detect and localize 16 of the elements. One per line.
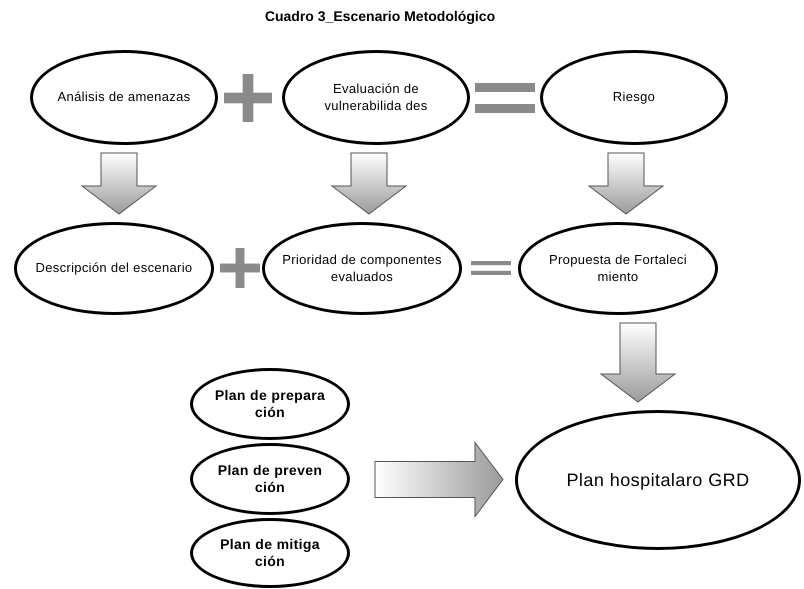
block-arrow xyxy=(80,152,158,215)
node-label: Descripción del escenario xyxy=(36,260,192,277)
node-label: Evaluación de vulnerabilida des xyxy=(323,81,429,114)
block-arrow xyxy=(330,152,408,215)
node-label: Riesgo xyxy=(612,89,656,106)
node-label: Plan hospitalaro GRD xyxy=(566,468,750,492)
node-label: Análisis de amenazas xyxy=(58,89,190,106)
node-label: Plan de prepara ción xyxy=(214,386,326,422)
node-label: Plan de mitiga ción xyxy=(219,536,321,570)
block-arrow xyxy=(600,322,676,403)
node-label: Plan de preven ción xyxy=(216,462,324,496)
node-label: Propuesta de Fortaleci miento xyxy=(548,252,688,285)
block-arrow xyxy=(588,152,664,215)
title: Cuadro 3_Escenario Metodológico xyxy=(264,7,496,26)
node-label: Prioridad de componentes evaluados xyxy=(281,252,443,285)
block-arrow xyxy=(374,441,504,518)
